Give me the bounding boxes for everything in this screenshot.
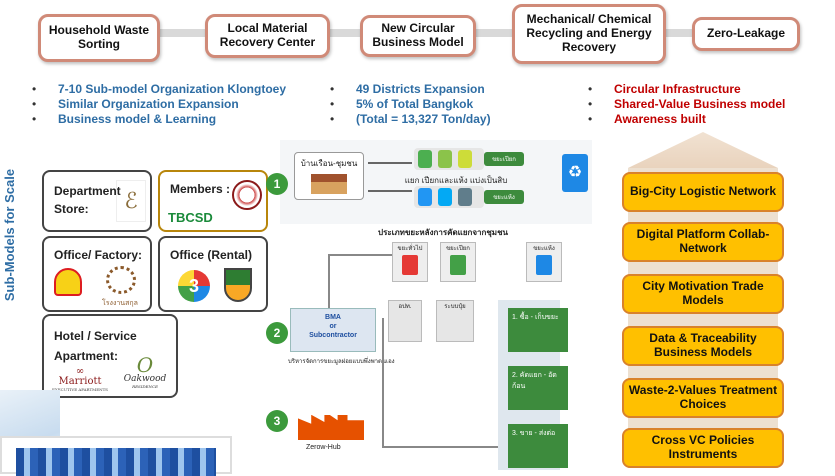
- arrow-body: [628, 168, 778, 468]
- step-recycling: Mechanical/ Chemical Recycling and Energ…: [512, 4, 666, 64]
- flow-step-3: 3: [266, 410, 288, 432]
- bullet-text: 49 Districts Expansion: [356, 82, 485, 96]
- step-local-recovery: Local Material Recovery Center: [205, 14, 330, 58]
- house-icon: [311, 174, 347, 194]
- box-logistic: Big-City Logistic Network: [622, 172, 784, 212]
- step-circular-business: New Circular Business Model: [360, 15, 476, 57]
- tbcsd-logo-icon: TBCSD: [168, 210, 213, 225]
- dry-tag: ขยะแห้ง: [484, 190, 524, 204]
- return-line: [382, 318, 384, 446]
- step-household-sorting: Household Waste Sorting: [38, 14, 160, 62]
- marriott-logo-icon: ∞ Marriott EXECUTIVE APARTMENTS: [51, 366, 109, 393]
- seal-logo-icon: [232, 180, 262, 210]
- factory-emblem-icon: [106, 266, 136, 294]
- box-policies: Cross VC Policies Instruments: [622, 428, 784, 468]
- bullets-mid: •49 Districts Expansion •5% of Total Ban…: [330, 82, 491, 126]
- model-office-rental: Office (Rental) 3: [158, 236, 268, 312]
- factory-caption: โรงงานสกุล: [102, 300, 138, 307]
- path-line-top: [328, 254, 392, 256]
- box-data: Data & Traceability Business Models: [622, 326, 784, 366]
- bin-icon: [458, 150, 472, 168]
- bin-general: ขยะทั่วไป: [392, 242, 428, 282]
- shell-logo-icon: [54, 268, 82, 296]
- bullet-text: 7-10 Sub-model Organization Klongtoey: [58, 82, 287, 96]
- green-bin-icon: [450, 255, 466, 275]
- bullet-text: Awareness built: [614, 112, 706, 126]
- building-photo: [0, 436, 232, 476]
- bin-dry: ขยะแห้ง: [526, 242, 562, 282]
- box-motivation: City Motivation Trade Models: [622, 274, 784, 314]
- side-step-1: 1. ซื้อ - เก็บขยะ: [508, 308, 568, 352]
- flow-step-1: 1: [266, 173, 288, 195]
- wet-tag: ขยะเปียก: [484, 152, 524, 166]
- bin-icon: [458, 188, 472, 206]
- bullet-text: (Total = 13,327 Ton/day): [356, 112, 491, 126]
- flow-step-2: 2: [266, 322, 288, 344]
- up-arrow: [628, 132, 778, 168]
- bin-icon: [418, 188, 432, 206]
- side-step-3: 3. ขาย - ส่งต่อ: [508, 424, 568, 468]
- fertilizer-box-2: ระบบปุ๋ย: [436, 300, 474, 342]
- bullet-text: 5% of Total Bangkok: [356, 97, 474, 111]
- bin-icon: [438, 188, 452, 206]
- bullet-text: Shared-Value Business model: [614, 97, 786, 111]
- flow-arrow-upper: [368, 162, 412, 164]
- box-digital: Digital Platform Collab-Network: [622, 222, 784, 262]
- separate-header: ประเภทขยะหลังการคัดแยกจากชุมชน: [378, 228, 508, 237]
- side-step-2: 2. คัดแยก - อัดก้อน: [508, 366, 568, 410]
- flow-arrow-lower: [368, 190, 412, 192]
- bin-wet: ขยะเปียก: [440, 242, 476, 282]
- bin-icon: [418, 150, 432, 168]
- model-office-factory: Office/ Factory: โรงงานสกุล: [42, 236, 152, 312]
- zerow-hub-icon: [298, 404, 364, 440]
- sort-bins-top: [414, 148, 484, 170]
- recycle-bin-icon: ♻: [562, 154, 588, 192]
- bullet-text: Circular Infrastructure: [614, 82, 741, 96]
- model-department-store: Department Store: ℰ: [42, 170, 152, 232]
- crest-logo-icon: [224, 268, 252, 302]
- sort-bins-bottom: [414, 186, 484, 208]
- bma-caption: บริหารจัดการขยะมูลฝอยแบบพึ่งพาตนเอง: [288, 359, 395, 365]
- zerow-label: Zerow-Hub: [306, 444, 341, 451]
- side-label: Sub-Models for Scale: [2, 168, 17, 302]
- house-box: บ้านเรือน-ชุมชน: [294, 152, 364, 200]
- fertilizer-box-1: อปท.: [388, 300, 422, 342]
- sort-label: แยก เปียกและแห้ง แบ่งเป็นสิบ: [404, 176, 508, 185]
- blue-bin-icon: [536, 255, 552, 275]
- emporium-logo-icon: ℰ: [116, 180, 146, 222]
- model-members: Members : TBCSD: [158, 170, 268, 232]
- bullets-right: •Circular Infrastructure •Shared-Value B…: [588, 82, 786, 126]
- oakwood-logo-icon: O Oakwood RESIDENCE: [123, 353, 167, 389]
- bullet-text: Similar Organization Expansion: [58, 97, 239, 111]
- bullet-text: Business model & Learning: [58, 112, 217, 126]
- channel3-logo-icon: 3: [178, 270, 210, 302]
- return-arrow: [382, 446, 498, 448]
- box-w2v: Waste-2-Values Treatment Choices: [622, 378, 784, 418]
- step-zero-leakage: Zero-Leakage: [692, 17, 800, 51]
- path-line-left: [328, 254, 330, 314]
- bin-icon: [438, 150, 452, 168]
- red-bin-icon: [402, 255, 418, 275]
- model-hotel: Hotel / Service Apartment: ∞ Marriott EX…: [42, 314, 178, 398]
- bullets-left: •7-10 Sub-model Organization Klongtoey •…: [32, 82, 287, 126]
